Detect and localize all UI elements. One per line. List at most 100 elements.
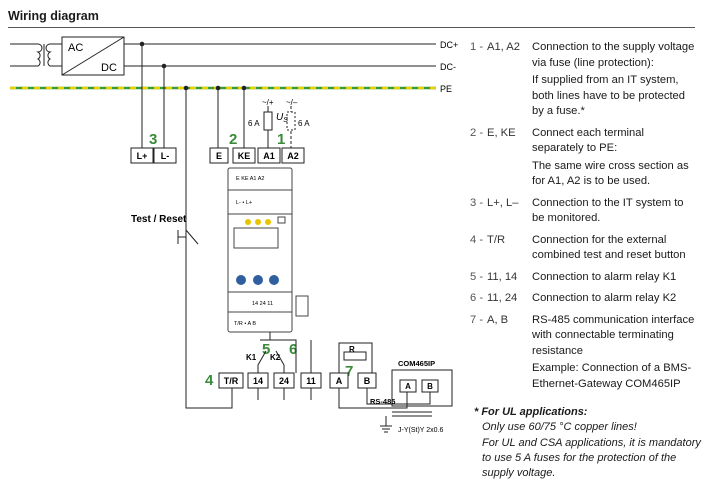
group-number-6: 6	[289, 341, 297, 358]
legend: 1 - A1, A2 Connection to the supply volt…	[470, 40, 698, 398]
terminal-ke: KE	[238, 151, 251, 161]
legend-extra: If supplied from an IT system, both line…	[532, 74, 686, 117]
dc-plus-label: DC+	[440, 40, 458, 50]
legend-code: E, KE	[487, 126, 516, 139]
title-divider	[8, 27, 695, 28]
legend-number: 5 -	[470, 270, 484, 283]
legend-item-7: 7 - A, B RS-485 communication interface …	[470, 313, 698, 393]
device-module: E KE A1 A2 L- • L+ 14 24 11 T/R • A B	[227, 167, 309, 333]
gateway-name: COM465IP	[398, 359, 435, 368]
pe-label: PE	[440, 84, 452, 94]
legend-number: 6 -	[470, 292, 484, 304]
ul-note-title: * For UL applications:	[474, 406, 588, 418]
bus-label: RS-485	[370, 397, 395, 406]
terminal-a1: A1	[263, 151, 275, 161]
device-second-row: L- • L+	[236, 200, 252, 206]
fuse-right-icon	[286, 111, 296, 131]
legend-code: 11, 24	[487, 292, 518, 304]
legend-desc: Connection to the supply voltage via fus…	[532, 41, 695, 69]
terminal-a: A	[336, 376, 343, 386]
terminal-l-plus: L+	[137, 151, 148, 161]
us-label: US	[276, 112, 288, 124]
relay-k2-label: K2	[270, 353, 281, 362]
test-reset-label: Test / Reset	[131, 214, 187, 225]
device-display	[233, 227, 279, 249]
terminal-tr: T/R	[224, 376, 239, 386]
legend-code: A1, A2	[487, 41, 520, 53]
rs485-cable	[338, 388, 432, 417]
dc-minus-label: DC-	[440, 62, 456, 72]
legend-code: A, B	[487, 313, 509, 326]
legend-number: 7 -	[470, 313, 484, 326]
test-reset-button-icon	[177, 229, 199, 245]
gateway-a: A	[405, 382, 411, 391]
terminal-e: E	[216, 151, 222, 161]
group-number-3: 3	[149, 131, 157, 148]
device-knob-icon	[269, 275, 279, 285]
legend-desc: Connect each terminal separately to PE:	[532, 126, 644, 155]
terminal-11: 11	[306, 376, 316, 386]
dip-switch-icon	[295, 295, 309, 317]
relay-k1-label: K1	[246, 353, 257, 362]
ul-note: * For UL applications: Only use 60/75 °C…	[474, 405, 702, 481]
legend-extra: Example: Connection of a BMS-Ethernet-Ga…	[532, 362, 692, 390]
device-bottom-row: T/R • A B	[234, 321, 256, 327]
supply-plus-label: ~/+	[262, 98, 274, 107]
legend-item-6: 6 - 11, 24 Connection to alarm relay K2	[470, 291, 698, 307]
terminal-l-minus: L-	[161, 151, 170, 161]
terminal-14: 14	[253, 376, 263, 386]
device-knob-icon	[236, 275, 246, 285]
page-title: Wiring diagram	[8, 9, 99, 23]
legend-item-5: 5 - 11, 14 Connection to alarm relay K1	[470, 270, 698, 286]
group-number-5: 5	[262, 341, 270, 358]
fuse-right-label: 6 A	[298, 119, 310, 128]
led-icon	[265, 219, 271, 225]
legend-extra: The same wire cross section as for A1, A…	[532, 159, 689, 188]
ul-note-line: For UL and CSA applications, it is manda…	[482, 436, 701, 480]
relay-contacts-icon	[257, 332, 312, 373]
fuse-left-icon	[263, 111, 273, 131]
legend-code: T/R	[487, 233, 506, 246]
terminal-24: 24	[279, 376, 289, 386]
ul-note-line: Only use 60/75 °C copper lines!	[482, 421, 637, 434]
legend-item-3: 3 - L+, L– Connection to the IT system t…	[470, 196, 698, 227]
ac-dc-converter: AC DC	[61, 36, 125, 76]
legend-code: L+, L–	[487, 196, 519, 209]
gateway-b: B	[427, 382, 433, 391]
cable-type-label: J-Y(St)Y 2x0.6	[398, 427, 443, 434]
ground-icon	[380, 416, 392, 433]
resistor-icon	[343, 351, 367, 361]
legend-item-4: 4 - T/R Connection for the external comb…	[470, 233, 698, 264]
terminal-a2: A2	[287, 151, 299, 161]
top-terminals: L+ L- E KE A1 A2	[130, 147, 305, 164]
legend-number: 1 -	[470, 41, 484, 53]
resistor-label: R	[349, 345, 355, 354]
legend-number: 2 -	[470, 126, 484, 139]
supply-minus-label: ~/–	[286, 98, 298, 107]
group-number-7: 7	[345, 363, 353, 380]
group-number-1: 1	[277, 131, 285, 148]
transformer-coil-icon	[10, 43, 52, 67]
legend-item-1: 1 - A1, A2 Connection to the supply volt…	[470, 40, 698, 120]
terminal-b: B	[364, 376, 371, 386]
group-number-2: 2	[229, 131, 237, 148]
legend-number: 4 -	[470, 233, 484, 246]
device-mid-row: 14 24 11	[252, 301, 273, 307]
legend-desc: Connection for the external combined tes…	[532, 233, 686, 262]
ac-label: AC	[68, 42, 83, 54]
legend-number: 3 -	[470, 196, 484, 209]
device-top-row: E KE A1 A2	[236, 176, 264, 182]
legend-code: 11, 14	[487, 270, 518, 283]
led-icon	[245, 219, 251, 225]
bottom-terminals: T/R 14 24 11 A B	[218, 372, 377, 389]
dc-label: DC	[101, 62, 117, 74]
legend-desc: Connection to alarm relay K1	[532, 270, 677, 283]
legend-desc: Connection to the IT system to be monito…	[532, 196, 684, 225]
wiring-diagram: AC DC DC+ DC- PE ~/+ ~/– US 6 A 6 A L+ L…	[10, 36, 458, 434]
legend-item-2: 2 - E, KE Connect each terminal separate…	[470, 126, 698, 190]
legend-desc: RS-485 communication interface with conn…	[532, 313, 695, 357]
fuse-left-label: 6 A	[248, 119, 260, 128]
led-icon	[255, 219, 261, 225]
legend-desc: Connection to alarm relay K2	[532, 292, 677, 304]
group-number-4: 4	[205, 372, 214, 389]
